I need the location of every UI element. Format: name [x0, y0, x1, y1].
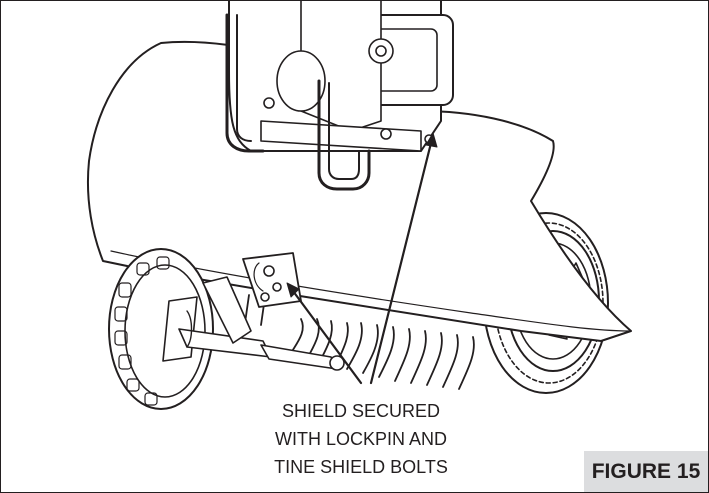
callout-line-1: SHIELD SECURED — [233, 397, 489, 425]
callout-text: SHIELD SECURED WITH LOCKPIN AND TINE SHI… — [233, 397, 489, 481]
engine-assembly — [229, 1, 453, 151]
callout-line-3: TINE SHIELD BOLTS — [233, 453, 489, 481]
callout-line-2: WITH LOCKPIN AND — [233, 425, 489, 453]
figure-label: FIGURE 15 — [584, 451, 708, 492]
lockpin — [264, 266, 274, 276]
left-wheel — [109, 249, 213, 409]
